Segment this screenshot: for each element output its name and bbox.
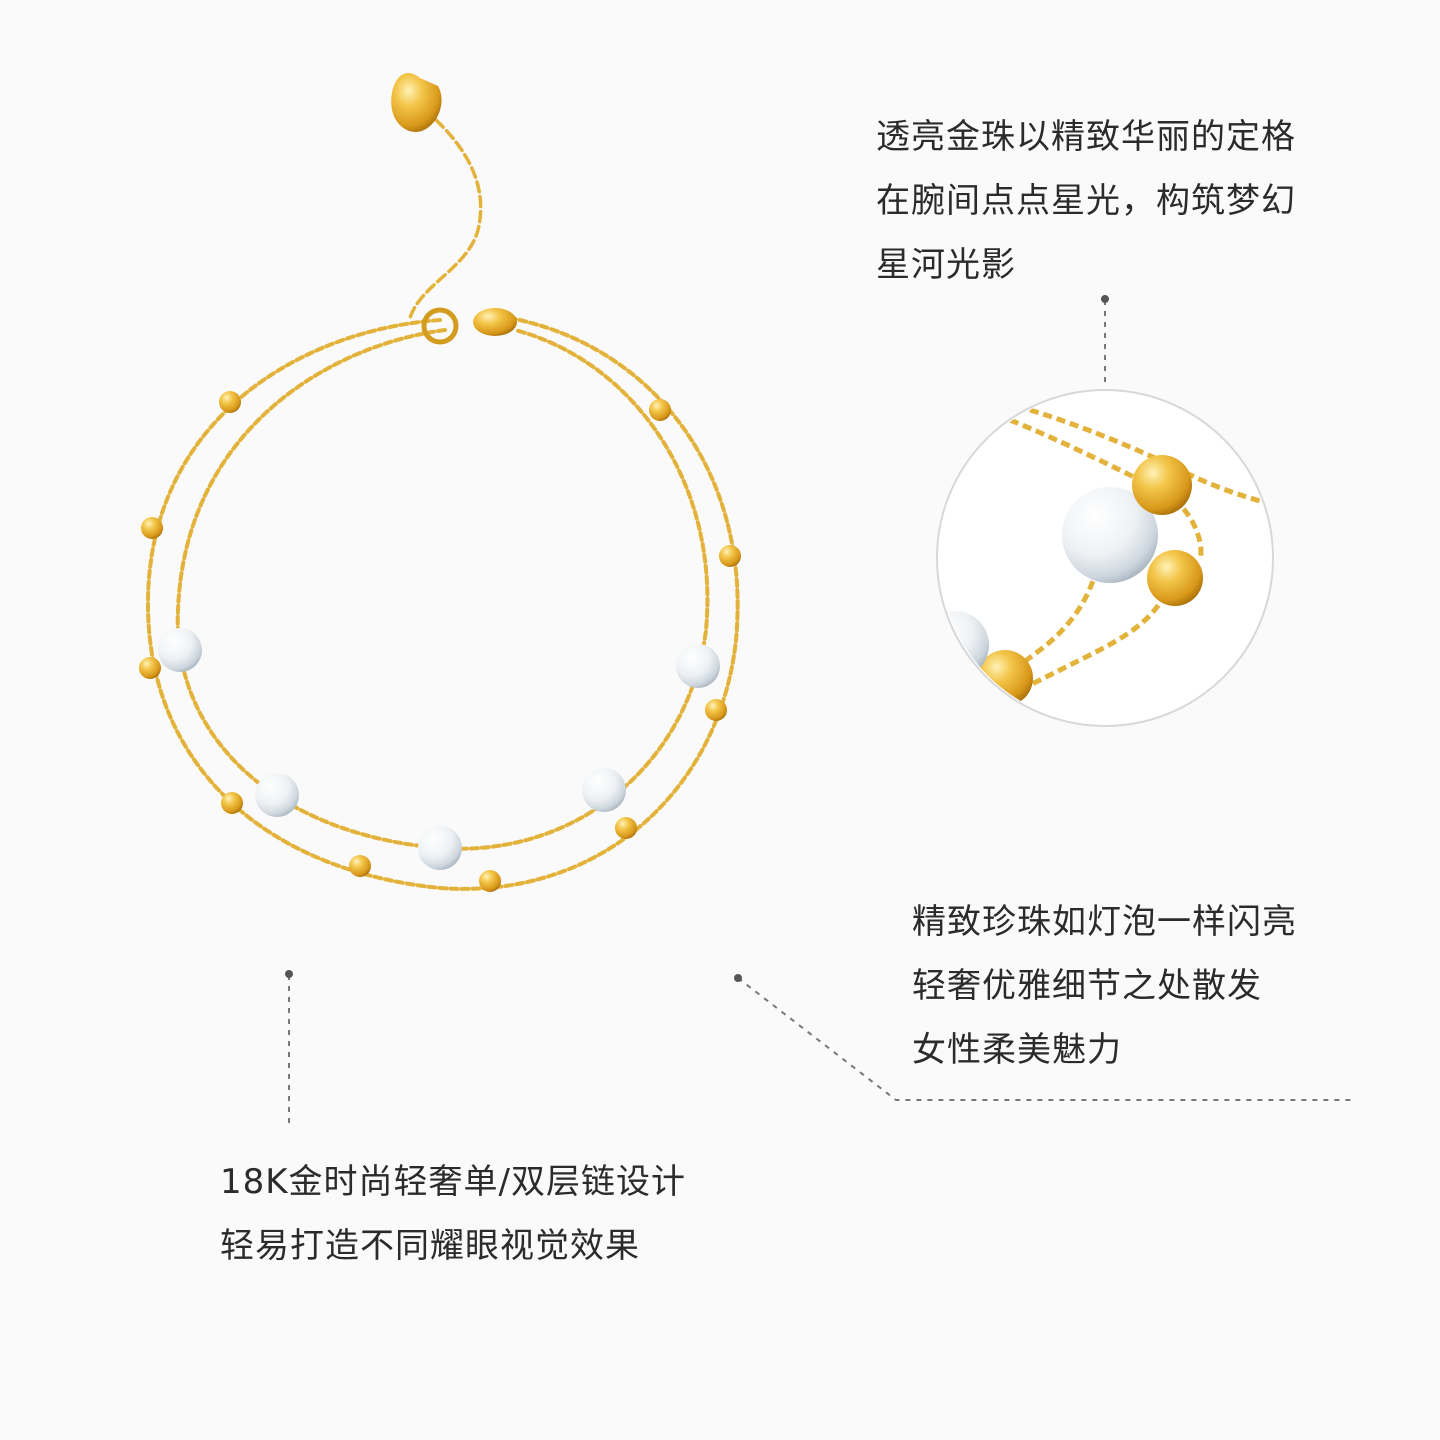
pearl <box>418 826 462 870</box>
gold-bead <box>705 699 727 721</box>
caption-design: 18K金时尚轻奢单/双层链设计 轻易打造不同耀眼视觉效果 <box>220 1150 686 1278</box>
caption-line: 女性柔美魅力 <box>912 1030 1122 1070</box>
caption-line: 轻奢优雅细节之处散发 <box>912 966 1262 1006</box>
gold-beads <box>139 391 741 892</box>
zoom-detail <box>936 389 1274 727</box>
gold-bead <box>221 792 243 814</box>
gold-bead <box>649 399 671 421</box>
caption-pearls: 精致珍珠如灯泡一样闪亮 轻奢优雅细节之处散发 女性柔美魅力 <box>912 890 1297 1082</box>
clasp-ring <box>421 307 459 345</box>
gold-bead <box>615 817 637 839</box>
pearl <box>255 773 299 817</box>
pearl <box>158 628 202 672</box>
caption-line: 透亮金珠以精致华丽的定格 <box>876 117 1296 157</box>
caption-line: 星河光影 <box>876 245 1016 285</box>
guide-dots <box>285 295 1109 982</box>
caption-line: 精致珍珠如灯泡一样闪亮 <box>912 902 1297 942</box>
caption-line: 在腕间点点星光，构筑梦幻 <box>876 181 1296 221</box>
gold-bead <box>719 545 741 567</box>
charm-tag <box>391 73 442 132</box>
gold-bead <box>141 517 163 539</box>
extension-chain <box>408 108 483 320</box>
caption-gold-beads: 透亮金珠以精致华丽的定格 在腕间点点星光，构筑梦幻 星河光影 <box>876 105 1296 297</box>
gold-bead <box>219 391 241 413</box>
guide-dot-top <box>1101 295 1109 303</box>
inner-chain <box>175 328 710 851</box>
caption-line: 18K金时尚轻奢单/双层链设计 <box>220 1162 687 1202</box>
guide-line-right <box>737 977 1355 1101</box>
guide-dot-right <box>734 974 742 982</box>
gold-bead <box>139 657 161 679</box>
pearl <box>582 768 626 812</box>
pearls <box>158 628 720 870</box>
pearl <box>676 644 720 688</box>
caption-line: 轻易打造不同耀眼视觉效果 <box>220 1226 640 1266</box>
outer-chain <box>145 316 740 891</box>
guide-dot-left <box>285 970 293 978</box>
gold-bead <box>349 855 371 877</box>
clasp-tag <box>473 308 517 336</box>
guide-lines <box>288 300 1355 1128</box>
gold-bead <box>479 870 501 892</box>
